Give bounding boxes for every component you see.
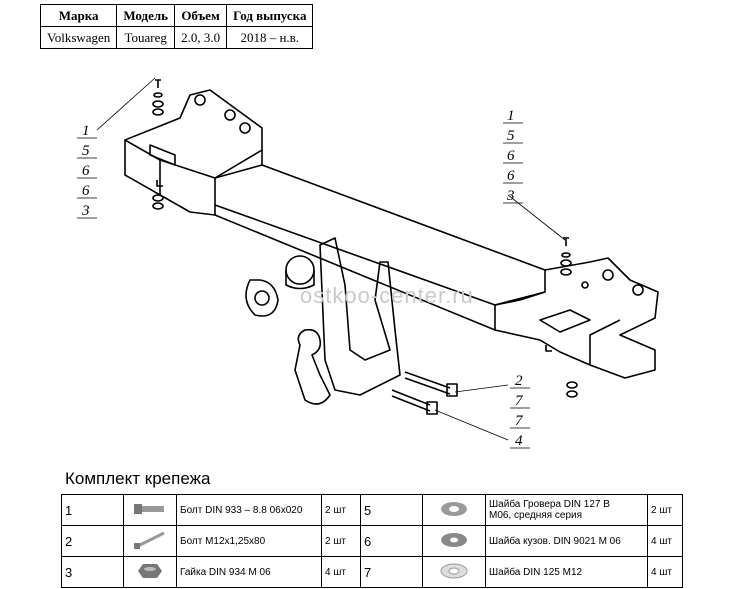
table-row: 2 Болт М12х1,25х80 2 шт 6 Шайба кузов. D… [61,525,683,557]
label-left-5: 3 [81,203,90,219]
item-number: 1 [61,494,124,526]
item-number: 2 [61,525,124,557]
cell-make: Volkswagen [39,26,118,49]
item-name: Гайка DIN 934 M 06 [176,556,322,588]
item-qty: 4 шт [647,525,683,557]
header-model: Модель [116,4,176,27]
item-name: Болт DIN 933 – 8.8 06x020 [176,494,322,526]
label-left-4: 6 [82,183,90,199]
label-bottom-1: 2 [515,373,523,389]
label-left-2: 5 [82,143,90,159]
item-number: 3 [61,556,124,588]
watermark: ostkoo-center.ru [300,283,474,308]
socket-bracket [319,237,401,396]
right-bracket [494,257,659,379]
header-volume: Объем [174,4,228,27]
item-name: Болт М12х1,25х80 [176,525,322,557]
item-qty: 2 шт [321,525,361,557]
label-bottom-3: 7 [515,413,524,429]
item-number: 6 [360,525,423,557]
label-right-1: 1 [507,108,515,124]
tow-ball [294,328,331,405]
item-qty: 2 шт [647,494,683,526]
nut-icon [123,556,177,588]
towbar-drawing: 1 5 6 6 3 1 5 6 6 3 2 7 7 4 [77,77,659,449]
label-left-1: 1 [82,123,90,139]
spring-washer-icon [422,494,486,526]
item-qty: 4 шт [321,556,361,588]
header-make: Марка [39,4,118,27]
label-right-4: 6 [507,168,515,184]
label-right-5: 3 [506,188,515,204]
cross-beam [214,164,546,306]
long-bolt-icon [123,525,177,557]
kit-table: 1 Болт DIN 933 – 8.8 06x020 2 шт 5 Шайба… [61,494,683,588]
cell-volume: 2.0, 3.0 [174,26,228,49]
label-bottom-2: 7 [515,393,524,409]
label-bottom-4: 4 [515,433,523,449]
cell-year: 2018 – н.в. [226,26,314,49]
item-name: Шайба кузов. DIN 9021 M 06 [485,525,648,557]
item-number: 5 [360,494,423,526]
label-left-3: 6 [82,163,90,179]
table-row: 1 Болт DIN 933 – 8.8 06x020 2 шт 5 Шайба… [61,494,683,526]
vehicle-spec-table: Марка Модель Объем Год выпуска Volkswage… [39,4,314,49]
cell-model: Touareg [116,26,176,49]
table-row: 3 Гайка DIN 934 M 06 4 шт 7 Шайба DIN 12… [61,556,683,588]
item-name: Шайба Гровера DIN 127 В М06, средняя сер… [485,494,648,526]
label-right-2: 5 [507,128,515,144]
kit-title: Комплект крепежа [65,469,211,488]
body-washer-icon [422,525,486,557]
electrical-socket [285,255,315,285]
bolt-icon [123,494,177,526]
item-name: Шайба DIN 125 M12 [485,556,648,588]
header-year: Год выпуска [226,4,314,27]
flat-washer-icon [422,556,486,588]
item-qty: 2 шт [321,494,361,526]
item-qty: 4 шт [647,556,683,588]
item-number: 7 [360,556,423,588]
label-right-3: 6 [507,148,515,164]
